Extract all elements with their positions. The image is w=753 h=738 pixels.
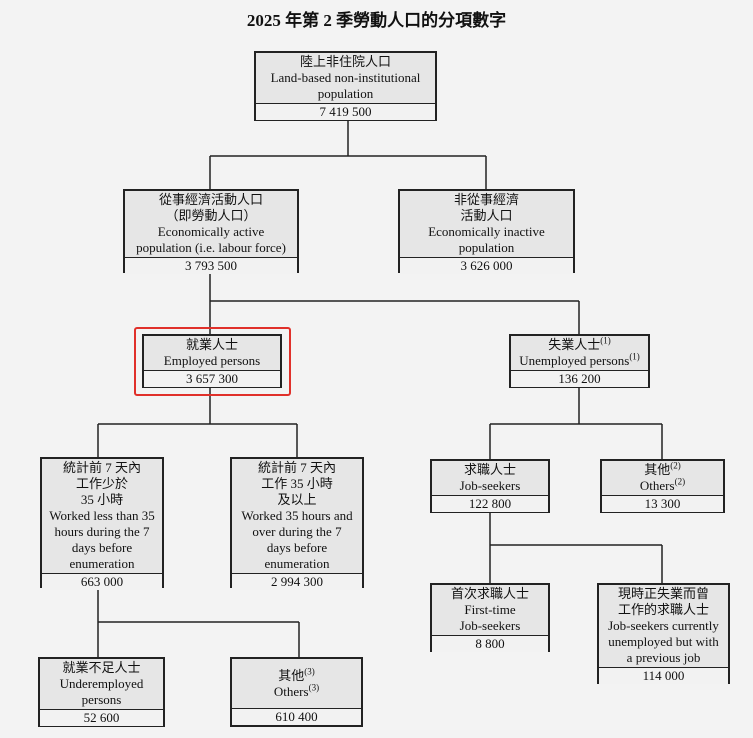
node-value: 13 300: [602, 495, 723, 512]
node-others-unemployed: 其他(2) Others(2) 13 300: [600, 459, 725, 513]
node-zh-label: 現時正失業而曾: [617, 586, 709, 601]
node-en-label: Unemployed persons(1): [513, 351, 646, 369]
node-en-label: Worked 35 hours and: [241, 508, 353, 523]
node-en-label: Job-seekers: [459, 478, 521, 493]
zh-text: 失業人士: [548, 337, 601, 352]
footnote-marker: (2): [670, 460, 681, 471]
node-en-label: Job-seekers: [459, 618, 521, 633]
footnote-marker: (3): [308, 682, 320, 693]
node-value: 136 200: [511, 370, 648, 387]
node-en-label: population: [317, 86, 374, 101]
node-value: 3 657 300: [144, 370, 280, 387]
node-en-label: Underemployed: [59, 676, 144, 691]
zh-text: 其他: [644, 462, 671, 477]
node-en-label: Land-based non-institutional: [270, 70, 421, 85]
node-en-label: Employed persons: [163, 353, 261, 368]
node-en-label: hours during the 7: [54, 524, 150, 539]
node-zh-label: （即勞動人口）: [165, 208, 257, 223]
node-value: 52 600: [40, 709, 163, 726]
node-zh-label: 求職人士: [463, 462, 516, 477]
node-zh-label: 陸上非住院人口: [299, 54, 391, 69]
node-value: 114 000: [599, 667, 728, 684]
node-worked-35-and-over: 統計前 7 天內 工作 35 小時 及以上 Worked 35 hours an…: [230, 457, 364, 590]
node-zh-label: 活動人口: [460, 208, 513, 223]
node-zh-label: 從事經濟活動人口: [158, 192, 263, 207]
footnote-marker: (1): [629, 351, 640, 362]
node-job-seekers-previous-job: 現時正失業而曾 工作的求職人士 Job-seekers currently un…: [597, 583, 730, 684]
node-zh-label: 非從事經濟: [453, 192, 519, 207]
node-zh-label: 其他(3): [234, 666, 359, 684]
node-zh-label: 統計前 7 天內: [62, 460, 141, 475]
node-en-label: days before: [266, 540, 328, 555]
node-zh-label: 其他(2): [604, 460, 721, 478]
node-land-based-population: 陸上非住院人口 Land-based non-institutional pop…: [254, 51, 437, 121]
node-en-label: over during the 7: [252, 524, 342, 539]
node-zh-label: 就業人士: [185, 337, 238, 352]
page-title: 2025 年第 2 季勞動人口的分項數字: [246, 11, 507, 30]
node-en-label: enumeration: [69, 556, 135, 571]
node-en-label: Economically inactive: [428, 224, 545, 239]
node-economically-inactive: 非從事經濟 活動人口 Economically inactive populat…: [398, 189, 575, 274]
footnote-marker: (3): [304, 666, 315, 677]
node-unemployed-persons: 失業人士(1) Unemployed persons(1) 136 200: [509, 334, 650, 388]
node-zh-label: 工作少於: [75, 476, 128, 491]
node-value: 7 419 500: [256, 103, 435, 120]
node-en-label: Job-seekers currently: [608, 618, 719, 633]
node-en-label: Others(2): [604, 476, 721, 494]
node-value: 663 000: [42, 573, 162, 590]
node-zh-label: 工作的求職人士: [617, 602, 709, 617]
node-value: 610 400: [232, 708, 361, 725]
node-zh-label: 統計前 7 天內: [257, 460, 336, 475]
node-en-label: enumeration: [264, 556, 330, 571]
node-value: 8 800: [432, 635, 548, 652]
node-economically-active: 從事經濟活動人口 （即勞動人口） Economically active pop…: [123, 189, 299, 274]
node-worked-less-than-35: 統計前 7 天內 工作少於 35 小時 Worked less than 35 …: [40, 457, 164, 590]
en-text: Unemployed persons: [519, 353, 630, 368]
node-others-employed: 其他(3) Others(3) 610 400: [230, 657, 363, 727]
node-en-label: Others(3): [234, 682, 359, 700]
node-en-label: population: [458, 240, 515, 255]
node-en-label: First-time: [464, 602, 516, 617]
zh-text: 其他: [278, 667, 305, 683]
node-en-label: days before: [71, 540, 133, 555]
node-first-time-job-seekers: 首次求職人士 First-time Job-seekers 8 800: [430, 583, 550, 652]
node-en-label: Worked less than 35: [49, 508, 155, 523]
node-en-label: a previous job: [626, 650, 701, 665]
node-value: 3 793 500: [125, 257, 297, 274]
node-en-label: persons: [81, 692, 122, 707]
node-zh-label: 及以上: [277, 492, 317, 507]
node-underemployed-persons: 就業不足人士 Underemployed persons 52 600: [38, 657, 165, 727]
node-zh-label: 首次求職人士: [450, 586, 529, 601]
node-job-seekers: 求職人士 Job-seekers 122 800: [430, 459, 550, 513]
node-zh-label: 工作 35 小時: [261, 476, 333, 491]
node-zh-label: 35 小時: [80, 492, 124, 507]
node-zh-label: 失業人士(1): [513, 335, 646, 353]
node-en-label: unemployed but with: [608, 634, 719, 649]
node-employed-persons: 就業人士 Employed persons 3 657 300: [142, 334, 282, 388]
footnote-marker: (1): [600, 335, 611, 346]
highlight-box: [134, 327, 291, 396]
node-en-label: Economically active: [157, 224, 265, 239]
node-zh-label: 就業不足人士: [62, 660, 141, 675]
en-text: Others: [639, 478, 675, 493]
node-value: 2 994 300: [232, 573, 362, 590]
en-text: Others: [273, 683, 309, 699]
node-value: 122 800: [432, 495, 548, 512]
node-value: 3 626 000: [400, 257, 573, 274]
node-en-label: population (i.e. labour force): [136, 240, 286, 255]
footnote-marker: (2): [674, 476, 686, 487]
